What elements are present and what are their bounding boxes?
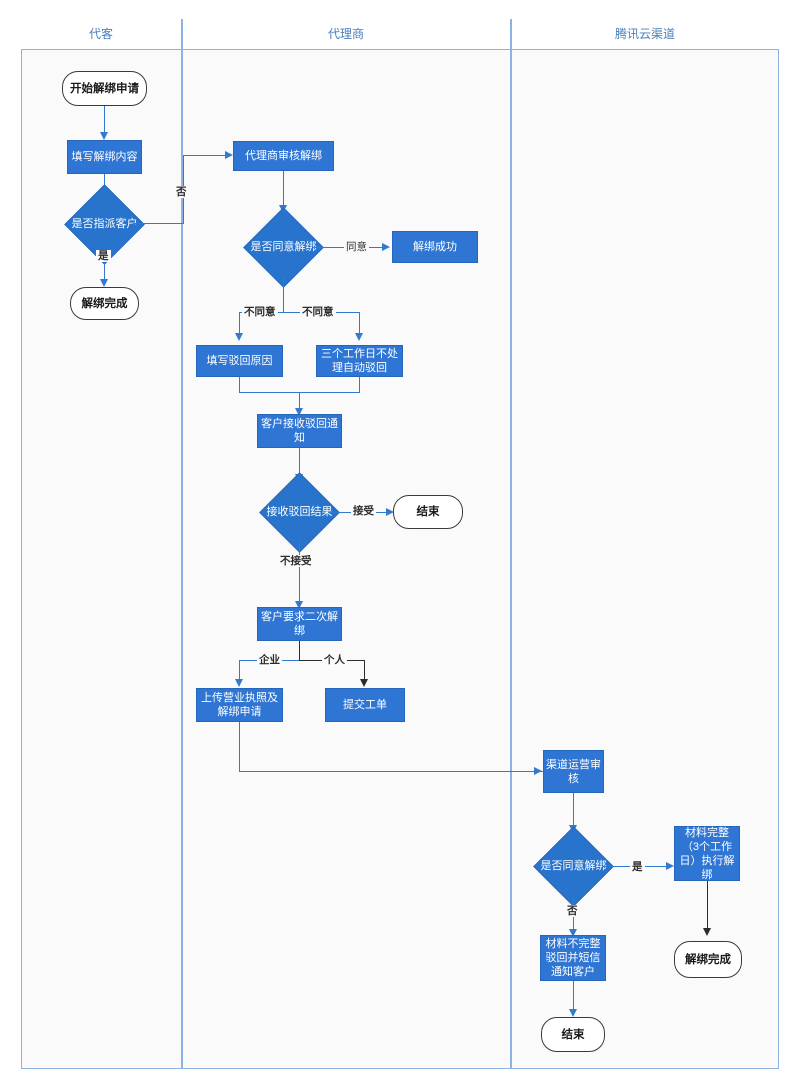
edge-to-tencent-h: [239, 771, 544, 773]
node-agent-review-unbind[interactable]: 代理商审核解绑: [233, 141, 334, 171]
edge-label-accept: 接受: [351, 505, 376, 517]
edge-no-tencent-arrow: [569, 929, 577, 937]
edge-n19-n21-line: [573, 981, 575, 1013]
node-materials-incomplete-reject-sms[interactable]: 材料不完整驳回并短信通知客户: [540, 935, 606, 981]
edge-label-disagree-left: 不同意: [242, 306, 278, 318]
edge-no-assign-arrow: [225, 151, 233, 159]
edge-label-yes-assign: 是: [96, 250, 111, 262]
node-materials-complete-execute-unbind[interactable]: 材料完整（3个工作日）执行解绑: [674, 826, 740, 881]
node-fill-rejection-reason[interactable]: 填写驳回原因: [196, 345, 283, 377]
edge-label-disagree-right: 不同意: [300, 306, 336, 318]
edge-label-enterprise: 企业: [257, 654, 282, 666]
lane-divider-2: [510, 19, 512, 1069]
edge-agree-arrow: [382, 243, 390, 251]
edge-n3-n4-arrow: [100, 279, 108, 287]
node-auto-reject-three-workdays[interactable]: 三个工作日不处理自动驳回: [316, 345, 403, 377]
node-upload-business-license[interactable]: 上传营业执照及解绑申请: [196, 688, 283, 722]
edge-disagree-left-arrow: [235, 333, 243, 341]
swimlane-header-row: [21, 19, 779, 50]
lane-title-tencent: 腾讯云渠道: [614, 27, 675, 41]
edge-to-tencent-arrow: [534, 767, 542, 775]
edge-n18-n20-arrow: [703, 928, 711, 936]
decision-label: 是否指派客户: [71, 218, 138, 230]
edge-label-yes-tencent: 是: [630, 861, 645, 873]
edge-disagree-h: [239, 312, 360, 314]
edge-n18-n20-line: [707, 881, 709, 932]
node-decision-assign-customer[interactable]: 是否指派客户: [64, 184, 145, 265]
node-unbind-success[interactable]: 解绑成功: [392, 231, 478, 263]
decision-label: 是否同意解绑: [540, 860, 607, 872]
node-channel-operation-review[interactable]: 渠道运营审核: [543, 750, 604, 793]
node-fill-unbind-content[interactable]: 填写解绑内容: [67, 140, 142, 174]
edge-personal-v: [364, 660, 366, 682]
lane-title-customer: 代客: [88, 27, 113, 41]
edge-no-assign-h2: [183, 155, 227, 157]
edge-enterprise-arrow: [235, 679, 243, 687]
edge-split-v0: [299, 641, 301, 661]
edge-personal-arrow: [360, 679, 368, 687]
node-decision-tencent-agree-unbind[interactable]: 是否同意解绑: [533, 826, 614, 907]
edge-label-agree: 同意: [344, 241, 369, 253]
edge-merge-arrow: [295, 408, 303, 416]
edge-label-no-tencent: 否: [565, 905, 580, 917]
edge-n19-n21-arrow: [569, 1009, 577, 1017]
edge-merge-right-v: [359, 377, 361, 393]
edge-yes-tencent-arrow: [666, 862, 674, 870]
node-submit-ticket[interactable]: 提交工单: [325, 688, 405, 722]
node-end-tencent[interactable]: 结束: [541, 1017, 605, 1052]
edge-n1-n2-arrow: [100, 132, 108, 140]
edge-n10-n11-line: [299, 448, 301, 478]
edge-label-not-accept: 不接受: [278, 555, 314, 567]
edge-merge-v: [299, 392, 301, 412]
edge-not-accept-line: [299, 541, 301, 605]
node-decision-agent-agree-unbind[interactable]: 是否同意解绑: [243, 207, 324, 288]
edge-not-accept-arrow: [295, 601, 303, 609]
edge-label-no-assign: 否: [174, 186, 189, 198]
node-start-unbind-application[interactable]: 开始解绑申请: [62, 71, 147, 106]
edge-n16-n17-line: [573, 793, 575, 829]
edge-no-assign-h1: [133, 223, 184, 225]
node-customer-receive-rejection-notice[interactable]: 客户接收驳回通知: [257, 414, 342, 448]
edge-disagree-v0: [283, 276, 285, 313]
edge-merge-left-v: [239, 377, 241, 393]
edge-label-personal: 个人: [322, 654, 347, 666]
edge-disagree-left-v: [239, 312, 241, 336]
edge-to-tencent-v: [239, 722, 241, 772]
edge-n1-n2-line: [104, 106, 106, 134]
edge-disagree-right-arrow: [355, 333, 363, 341]
node-customer-request-second-unbind[interactable]: 客户要求二次解绑: [257, 607, 342, 641]
swimlane-frame: [21, 19, 779, 1069]
lane-title-agent: 代理商: [327, 27, 364, 41]
lane-divider-1: [181, 19, 183, 1069]
edge-disagree-right-v: [359, 312, 361, 336]
node-end-agent[interactable]: 结束: [393, 495, 463, 529]
node-unbind-complete-tencent[interactable]: 解绑完成: [674, 941, 742, 978]
decision-label: 是否同意解绑: [250, 241, 317, 253]
node-unbind-complete-customer[interactable]: 解绑完成: [70, 287, 139, 320]
edge-accept-arrow: [386, 508, 394, 516]
edge-n3-n4-line: [104, 253, 106, 283]
node-decision-receive-rejection-result[interactable]: 接收驳回结果: [259, 472, 340, 553]
edge-enterprise-v: [239, 660, 241, 682]
decision-label: 接收驳回结果: [266, 506, 333, 518]
edge-n5-n6-line: [283, 171, 285, 209]
